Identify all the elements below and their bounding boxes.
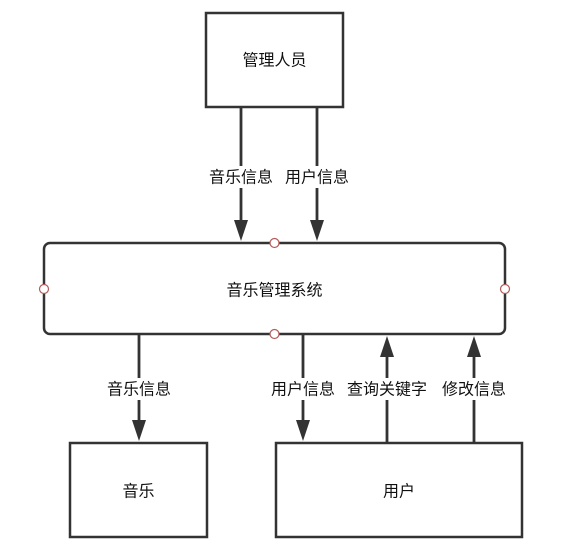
node-admin[interactable]: 管理人员 bbox=[204, 11, 345, 109]
edge-system-music-info[interactable]: 音乐信息 bbox=[102, 335, 176, 441]
connection-handle-top[interactable] bbox=[269, 237, 280, 249]
arrowhead-down bbox=[234, 220, 248, 241]
arrowhead-down bbox=[296, 420, 310, 441]
edge-system-user-info-label: 用户信息 bbox=[271, 380, 335, 399]
connection-handle-right[interactable] bbox=[499, 283, 511, 295]
connection-handle-bottom[interactable] bbox=[269, 328, 280, 340]
node-admin-label: 管理人员 bbox=[242, 51, 306, 70]
edge-admin-user-info-label: 用户信息 bbox=[285, 168, 349, 187]
node-music-label: 音乐 bbox=[122, 482, 154, 501]
arrowhead-up bbox=[467, 336, 481, 357]
edge-admin-music-info[interactable]: 音乐信息 bbox=[204, 108, 278, 241]
edge-system-music-info-label: 音乐信息 bbox=[107, 380, 171, 399]
node-system[interactable]: 音乐管理系统 bbox=[38, 237, 511, 340]
node-user-box bbox=[274, 441, 524, 539]
arrowhead-down bbox=[132, 420, 146, 441]
node-user-label: 用户 bbox=[383, 482, 415, 501]
node-admin-box bbox=[204, 11, 345, 109]
arrowhead-up bbox=[380, 336, 394, 357]
edge-admin-user-info[interactable]: 用户信息 bbox=[280, 108, 354, 241]
connection-handle-left[interactable] bbox=[38, 283, 50, 295]
edge-user-query-keyword[interactable]: 查询关键字 bbox=[342, 336, 432, 442]
node-music-box bbox=[68, 441, 209, 539]
edge-admin-music-info-label: 音乐信息 bbox=[209, 168, 273, 187]
edge-user-modify-info[interactable]: 修改信息 bbox=[437, 336, 511, 442]
edge-system-user-info[interactable]: 用户信息 bbox=[266, 335, 340, 441]
node-system-label: 音乐管理系统 bbox=[226, 281, 322, 300]
edge-user-query-keyword-label: 查询关键字 bbox=[347, 380, 427, 399]
edge-user-modify-info-label: 修改信息 bbox=[442, 380, 506, 399]
node-music[interactable]: 音乐 bbox=[68, 441, 209, 539]
node-user[interactable]: 用户 bbox=[274, 441, 524, 539]
arrowhead-down bbox=[310, 220, 324, 241]
